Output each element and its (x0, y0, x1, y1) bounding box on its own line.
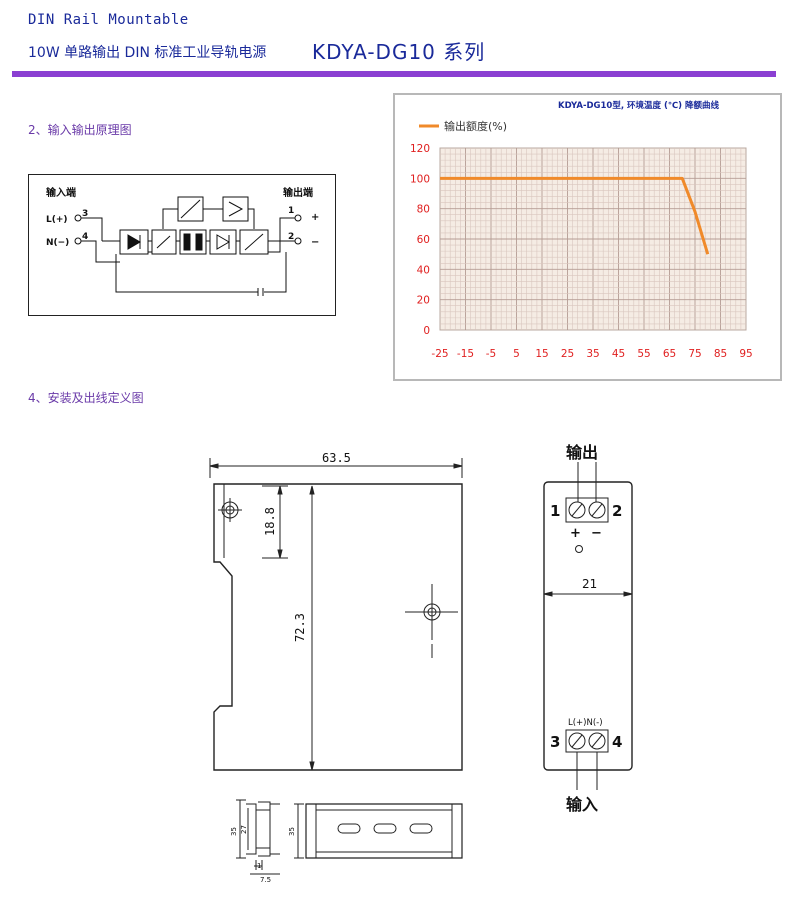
principle-diagram: 输入端 输出端 L(+) N(−) 3 4 1 2 + − (28, 174, 336, 316)
principle-wiring (81, 208, 295, 293)
dim-side-label: 21 (582, 577, 597, 591)
rail-35-label-b: 35 (288, 827, 296, 836)
feedback-block-right (222, 196, 249, 222)
dim-hole-label: 18.8 (263, 507, 277, 536)
x-tick-label: 55 (637, 348, 650, 360)
pin-4-label: 4 (82, 232, 88, 242)
header-series-title: KDYA-DG10 系列 (312, 40, 486, 64)
rectifier-block (119, 229, 149, 255)
dim-width-label: 63.5 (322, 451, 351, 465)
output-filter-block (239, 229, 269, 255)
transformer-block (179, 229, 207, 255)
pin-3-label: 3 (82, 209, 88, 219)
chart-legend: 输出额度(%) (419, 119, 507, 133)
din-rail-drawing: 35 27 35 1 7.5 (230, 799, 463, 884)
input-terminal-label: 输入端 (46, 186, 76, 199)
front-view-drawing: 63.5 18.8 72.3 (209, 451, 463, 771)
y-tick-label: 80 (417, 204, 430, 216)
terminal-minus: − (591, 526, 602, 541)
output-terminal-label: 输出端 (283, 186, 313, 199)
terminal-3-label: 3 (550, 733, 560, 751)
pin-1-label: 1 (288, 206, 294, 216)
principle-section-title: 2、输入输出原理图 (28, 123, 132, 137)
x-tick-label: 85 (714, 348, 727, 360)
output-title: 输出 (566, 443, 598, 462)
x-tick-label: 5 (513, 348, 520, 360)
derating-chart: 输出额度(%) 0 20 40 60 80 100 120 -25 -15 -5 5 15 25 35 4… (410, 119, 753, 360)
y-tick-label: 20 (417, 295, 430, 307)
derating-chart-title: KDYA-DG10型, 环境温度 (℃) 降额曲线 (558, 101, 720, 111)
series-line (440, 176, 710, 255)
y-tick-label: 40 (417, 264, 430, 276)
terminal-4-label: 4 (612, 733, 622, 751)
input-title: 输入 (566, 795, 598, 814)
x-tick-label: 15 (535, 348, 548, 360)
x-tick-label: 45 (612, 348, 625, 360)
x-tick-label: -15 (457, 348, 474, 360)
x-tick-label: 35 (586, 348, 599, 360)
x-tick-label: 75 (688, 348, 701, 360)
output-minus-sign: − (311, 237, 319, 248)
install-section-title: 4、安装及出线定义图 (28, 391, 144, 405)
pin-L-label: L(+) (46, 215, 68, 225)
y-tick-label: 60 (417, 234, 430, 246)
rail-27-label: 27 (240, 825, 248, 834)
input-terminal-circles (74, 214, 302, 245)
pin-N-label: N(−) (46, 238, 69, 248)
y-tick-label: 0 (423, 325, 430, 337)
feedback-block-left (177, 196, 204, 222)
switch-block (151, 229, 177, 255)
rail-35-label-a: 35 (230, 827, 238, 836)
header-divider (12, 71, 776, 77)
rail-75-label: 7.5 (260, 876, 271, 884)
terminal-2-label: 2 (612, 502, 622, 520)
input-pins-label: L(+)N(-) (568, 718, 603, 728)
side-view-drawing: 输出 1 2 + − 21 L(+)N(-) 3 4 输入 (543, 443, 633, 814)
x-tick-label: 25 (561, 348, 574, 360)
header-product-description: 10W 单路输出 DIN 标准工业导轨电源 (28, 45, 267, 61)
dim-height-label: 72.3 (293, 613, 307, 642)
y-tick-label: 100 (410, 173, 430, 185)
pin-2-label: 2 (288, 232, 294, 242)
terminal-1-label: 1 (550, 502, 560, 520)
legend-label: 输出额度(%) (444, 119, 507, 133)
x-tick-label: -5 (486, 348, 496, 360)
output-plus-sign: + (311, 212, 319, 223)
terminal-plus: + (570, 526, 581, 541)
x-tick-label: 95 (739, 348, 752, 360)
diode-block (209, 229, 237, 255)
rail-1-label: 1 (257, 862, 261, 870)
header-product-type: DIN Rail Mountable (28, 12, 189, 28)
x-tick-label: 65 (663, 348, 676, 360)
x-tick-label: -25 (431, 348, 448, 360)
y-tick-label: 120 (410, 143, 430, 155)
